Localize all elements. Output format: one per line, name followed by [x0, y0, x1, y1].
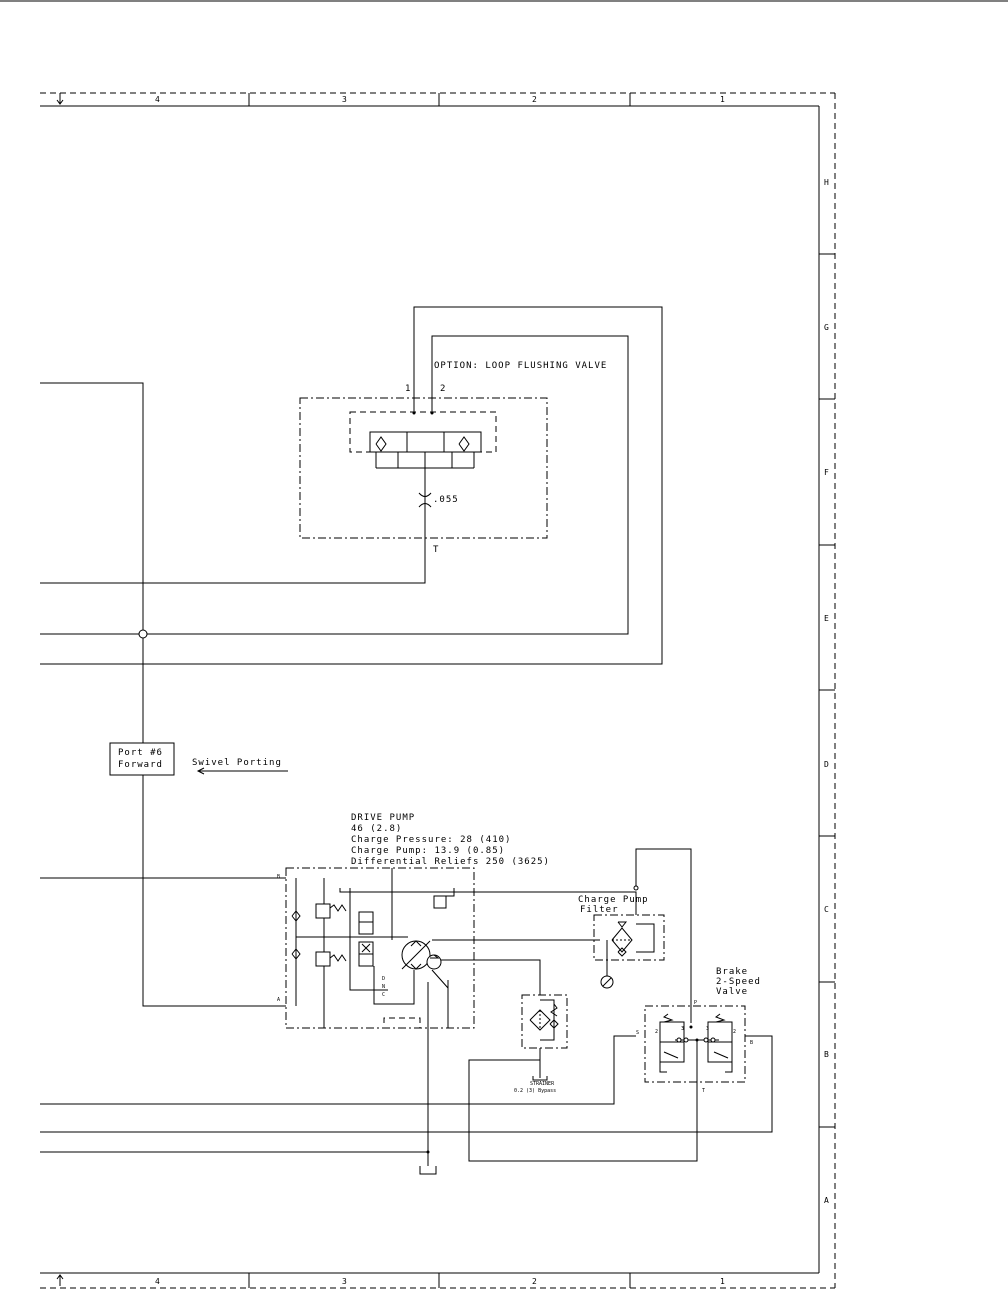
drive-pump-charge-pressure: Charge Pressure: 28 (410)	[351, 835, 511, 845]
swivel-arrow	[196, 767, 288, 775]
brake-valve-line3: Valve	[716, 987, 748, 997]
tank-symbol	[419, 1166, 437, 1175]
row-label-a: A	[824, 1196, 830, 1205]
column-label-2-bottom: 2	[532, 1277, 538, 1286]
column-label-4-top: 4	[155, 95, 161, 104]
loop-flushing-orifice: .055	[433, 495, 459, 505]
row-label-b: B	[824, 1050, 830, 1059]
strainer-symbol	[521, 994, 568, 1081]
charge-filter-line2: Filter	[580, 905, 619, 915]
drive-pump-assembly	[285, 867, 475, 1029]
column-label-2-top: 2	[532, 95, 538, 104]
drive-pump-charge-pump: Charge Pump: 13.9 (0.85)	[351, 846, 505, 856]
row-label-c: C	[824, 905, 830, 914]
row-label-d: D	[824, 760, 830, 769]
brake-valve-port-p: P	[694, 1000, 697, 1006]
drive-pump-displacement: 46 (2.8)	[351, 824, 402, 834]
column-label-3-top: 3	[342, 95, 348, 104]
column-label-3-bottom: 3	[342, 1277, 348, 1286]
brake-valve-line2: 2-Speed	[716, 977, 761, 987]
swivel-porting-label: Swivel Porting	[192, 758, 282, 768]
loop-flushing-port-t: T	[433, 545, 439, 555]
drive-pump-dnc-n: N	[382, 984, 385, 990]
charge-filter-symbol	[593, 914, 665, 989]
brake-valve-port-t: T	[702, 1088, 705, 1094]
swivel-port-line2: Forward	[118, 760, 163, 770]
loop-flushing-title: OPTION: LOOP FLUSHING VALVE	[434, 361, 607, 371]
brake-valve-port-b: B	[750, 1040, 753, 1046]
brake-valve-symbol	[644, 1005, 746, 1086]
hydraulic-lines	[40, 306, 773, 1166]
drive-pump-dnc-d: D	[382, 976, 385, 982]
column-label-4-bottom: 4	[155, 1277, 161, 1286]
brake-valve-num-2a: 2	[655, 1029, 658, 1035]
strainer-bypass: 0.2 (3) Bypass	[514, 1088, 556, 1094]
brake-valve-num-3a: 3	[681, 1026, 684, 1032]
drawing-border	[40, 92, 836, 1289]
loop-flushing-valve	[299, 397, 548, 539]
junction-dot-3	[426, 1150, 430, 1154]
swivel-port-line1: Port #6	[118, 748, 163, 758]
drive-pump-title: DRIVE PUMP	[351, 813, 415, 823]
junction-circle	[138, 629, 148, 639]
row-label-h: H	[824, 178, 830, 187]
drive-pump-port-b: B	[277, 874, 280, 880]
strainer-label: STRAINER	[530, 1081, 555, 1087]
loop-flushing-port-2: 2	[440, 384, 446, 394]
row-label-e: E	[824, 614, 830, 623]
drive-pump-port-a: A	[277, 997, 280, 1003]
swivel-port-box	[109, 742, 175, 776]
brake-valve-num-2b: 2	[733, 1029, 736, 1035]
brake-valve-num-3b: 3	[706, 1026, 709, 1032]
brake-valve-line1: Brake	[716, 967, 748, 977]
junction-dot-4	[633, 885, 639, 891]
drive-pump-reliefs: Differential Reliefs 250 (3625)	[351, 857, 550, 867]
row-label-f: F	[824, 468, 830, 477]
drive-pump-dnc-c: C	[382, 992, 385, 998]
loop-flushing-port-1: 1	[405, 384, 411, 394]
brake-valve-port-s: S	[636, 1030, 639, 1036]
charge-filter-line1: Charge Pump	[578, 895, 649, 905]
column-label-1-top: 1	[720, 95, 726, 104]
row-label-g: G	[824, 323, 830, 332]
column-label-1-bottom: 1	[720, 1277, 726, 1286]
